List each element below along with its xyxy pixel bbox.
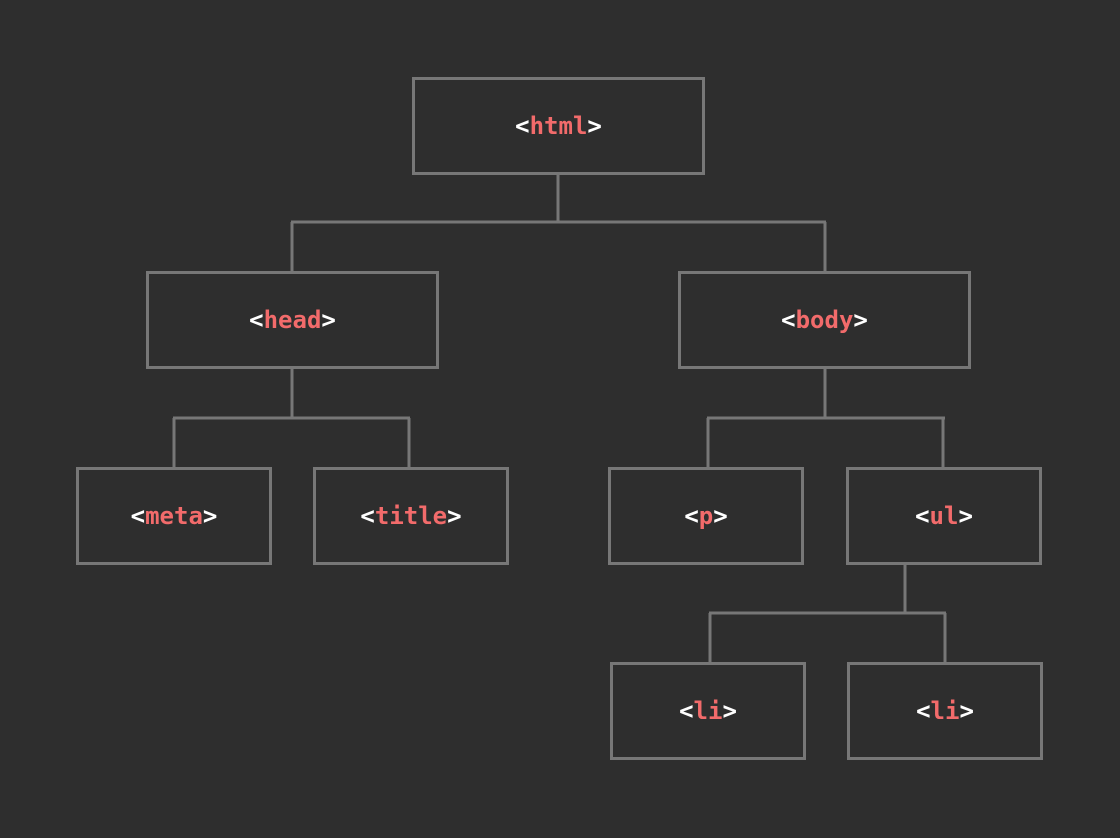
node-ul: <ul> — [846, 467, 1042, 565]
node-open-bracket: < — [360, 502, 375, 530]
node-title: <title> — [313, 467, 509, 565]
node-open-bracket: < — [916, 697, 931, 725]
node-close-bracket: > — [202, 502, 218, 530]
node-open-bracket: < — [249, 306, 264, 334]
node-tag-name: li — [930, 697, 960, 725]
node-open-bracket: < — [130, 502, 146, 530]
node-close-bracket: > — [958, 502, 973, 530]
node-tag-name: html — [529, 112, 588, 140]
node-li-1: <li> — [610, 662, 806, 760]
node-tag-name: li — [693, 697, 723, 725]
node-tag-name: title — [374, 502, 448, 530]
node-close-bracket: > — [447, 502, 462, 530]
node-close-bracket: > — [587, 112, 602, 140]
node-close-bracket: > — [959, 697, 974, 725]
node-tag-name: ul — [929, 502, 959, 530]
node-close-bracket: > — [713, 502, 728, 530]
node-tag-name: body — [795, 306, 854, 334]
node-open-bracket: < — [515, 112, 530, 140]
node-open-bracket: < — [915, 502, 930, 530]
node-close-bracket: > — [321, 306, 336, 334]
node-li-2: <li> — [847, 662, 1043, 760]
node-head: <head> — [146, 271, 439, 369]
node-meta: <meta> — [76, 467, 272, 565]
node-open-bracket: < — [679, 697, 694, 725]
node-p: <p> — [608, 467, 804, 565]
node-open-bracket: < — [684, 502, 699, 530]
node-html: <html> — [412, 77, 705, 175]
node-body: <body> — [678, 271, 971, 369]
node-tag-name: meta — [145, 502, 203, 530]
node-tag-name: p — [698, 502, 714, 530]
node-close-bracket: > — [722, 697, 737, 725]
node-tag-name: head — [263, 306, 322, 334]
node-close-bracket: > — [853, 306, 868, 334]
node-open-bracket: < — [781, 306, 796, 334]
